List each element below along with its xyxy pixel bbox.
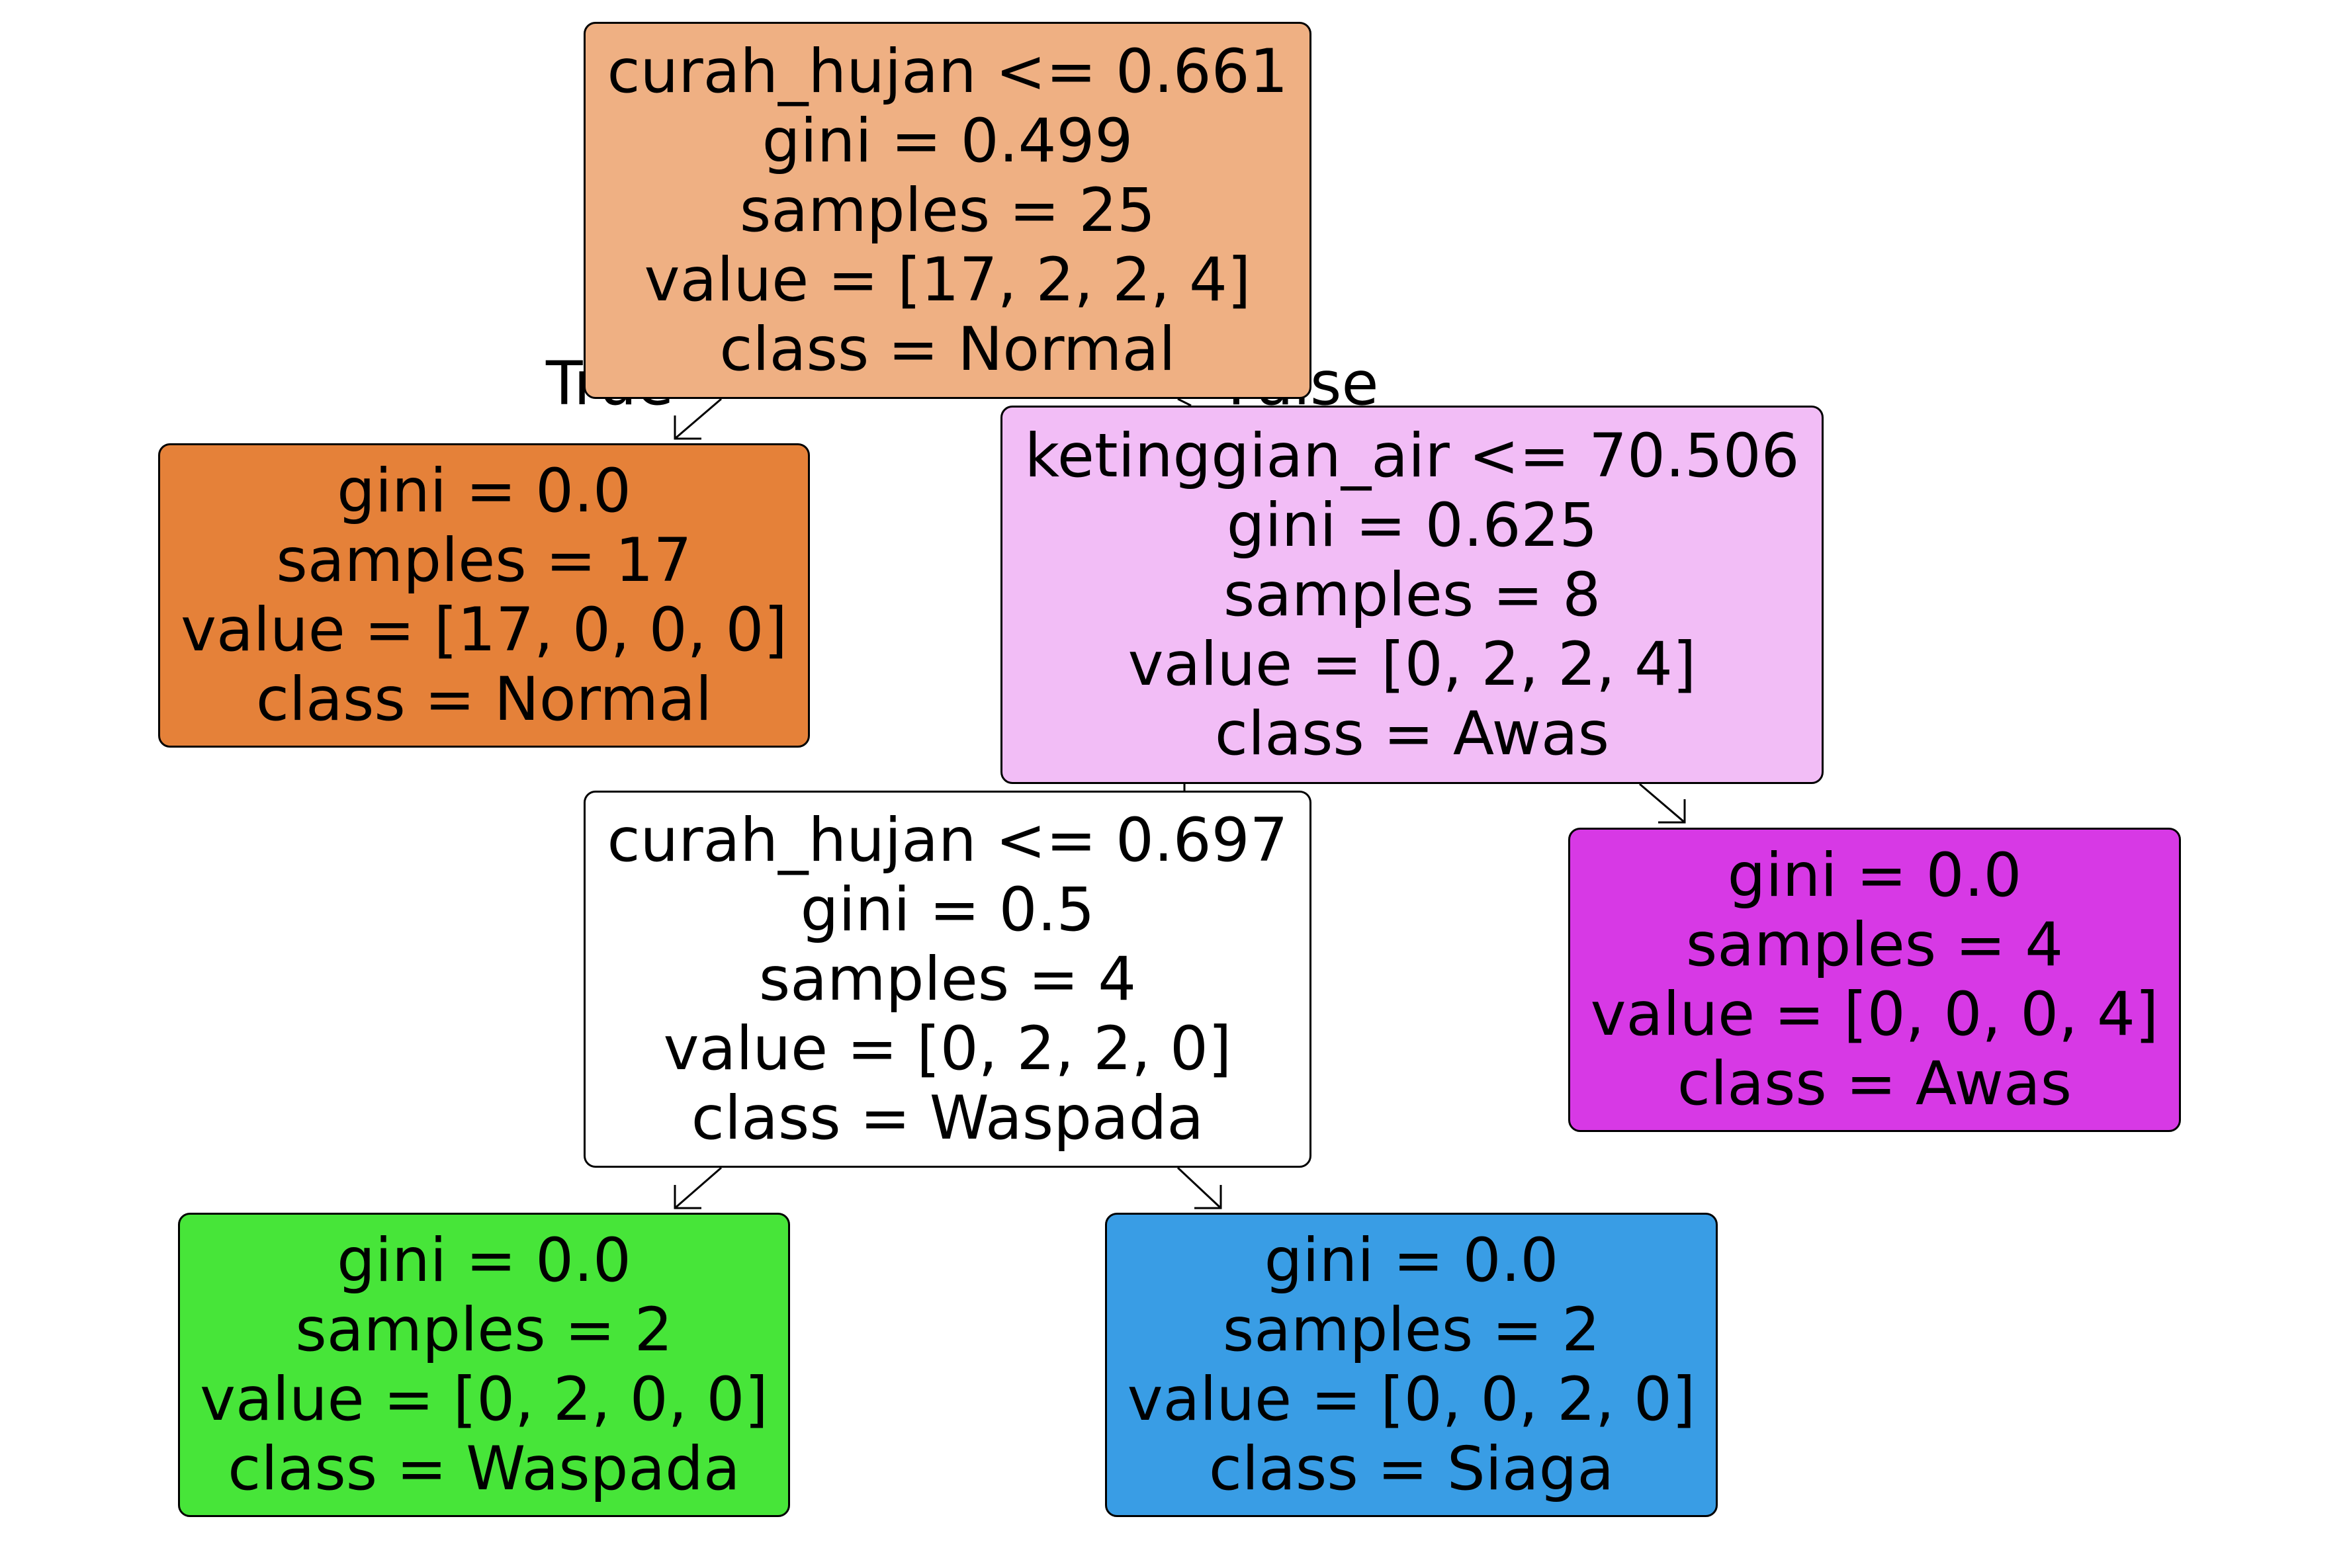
- edge-curah-to-leaf-siaga: [1176, 1166, 1222, 1209]
- node-split-rule: curah_hujan <= 0.661: [607, 36, 1288, 107]
- node-class: class = Awas: [1214, 699, 1610, 769]
- tree-node-leaf-normal: gini = 0.0 samples = 17 value = [17, 0, …: [158, 443, 810, 748]
- node-value: value = [0, 2, 0, 0]: [200, 1365, 768, 1434]
- node-gini: gini = 0.0: [1727, 841, 2022, 910]
- node-split-rule: curah_hujan <= 0.697: [607, 805, 1288, 875]
- node-split-rule: ketinggian_air <= 70.506: [1024, 421, 1800, 491]
- node-samples: samples = 2: [295, 1295, 673, 1365]
- node-class: class = Siaga: [1208, 1434, 1615, 1504]
- arrowhead-icon: [1658, 799, 1686, 824]
- node-samples: samples = 2: [1222, 1295, 1601, 1365]
- node-samples: samples = 8: [1223, 560, 1601, 630]
- arrowhead-icon: [674, 1185, 701, 1209]
- node-samples: samples = 17: [276, 526, 692, 595]
- node-gini: gini = 0.0: [1264, 1226, 1559, 1295]
- tree-node-leaf-waspada: gini = 0.0 samples = 2 value = [0, 2, 0,…: [178, 1213, 790, 1517]
- node-class: class = Normal: [255, 665, 713, 734]
- node-gini: gini = 0.499: [762, 106, 1133, 176]
- node-gini: gini = 0.5: [800, 875, 1095, 945]
- node-gini: gini = 0.625: [1226, 490, 1598, 560]
- node-samples: samples = 25: [739, 175, 1156, 245]
- tree-node-ketinggian-split: ketinggian_air <= 70.506 gini = 0.625 sa…: [1000, 406, 1824, 784]
- tree-node-curah-split: curah_hujan <= 0.697 gini = 0.5 samples …: [584, 791, 1311, 1168]
- edge-root-to-leaf-normal: [674, 398, 722, 440]
- tree-node-leaf-awas: gini = 0.0 samples = 4 value = [0, 0, 0,…: [1568, 828, 2181, 1132]
- node-value: value = [17, 0, 0, 0]: [181, 595, 787, 665]
- node-value: value = [0, 0, 0, 4]: [1590, 980, 2159, 1049]
- node-value: value = [17, 2, 2, 4]: [644, 245, 1251, 315]
- node-class: class = Waspada: [691, 1083, 1204, 1153]
- node-class: class = Awas: [1677, 1049, 2072, 1119]
- edge-curah-to-leaf-waspada: [674, 1166, 722, 1209]
- node-samples: samples = 4: [758, 944, 1137, 1014]
- node-samples: samples = 4: [1685, 910, 2064, 980]
- arrowhead-icon: [674, 415, 701, 440]
- node-gini: gini = 0.0: [337, 457, 631, 526]
- node-value: value = [0, 2, 2, 0]: [663, 1014, 1232, 1084]
- edge-ketinggian-to-leaf-awas: [1639, 783, 1685, 824]
- node-gini: gini = 0.0: [337, 1226, 631, 1295]
- node-class: class = Normal: [719, 314, 1176, 384]
- arrowhead-icon: [1194, 1185, 1222, 1209]
- node-value: value = [0, 0, 2, 0]: [1127, 1365, 1696, 1434]
- edge-root-to-ketinggian: [1177, 398, 1192, 407]
- node-class: class = Waspada: [228, 1434, 740, 1504]
- tree-node-root: curah_hujan <= 0.661 gini = 0.499 sample…: [584, 22, 1311, 399]
- node-value: value = [0, 2, 2, 4]: [1128, 629, 1697, 699]
- tree-node-leaf-siaga: gini = 0.0 samples = 2 value = [0, 0, 2,…: [1105, 1213, 1718, 1517]
